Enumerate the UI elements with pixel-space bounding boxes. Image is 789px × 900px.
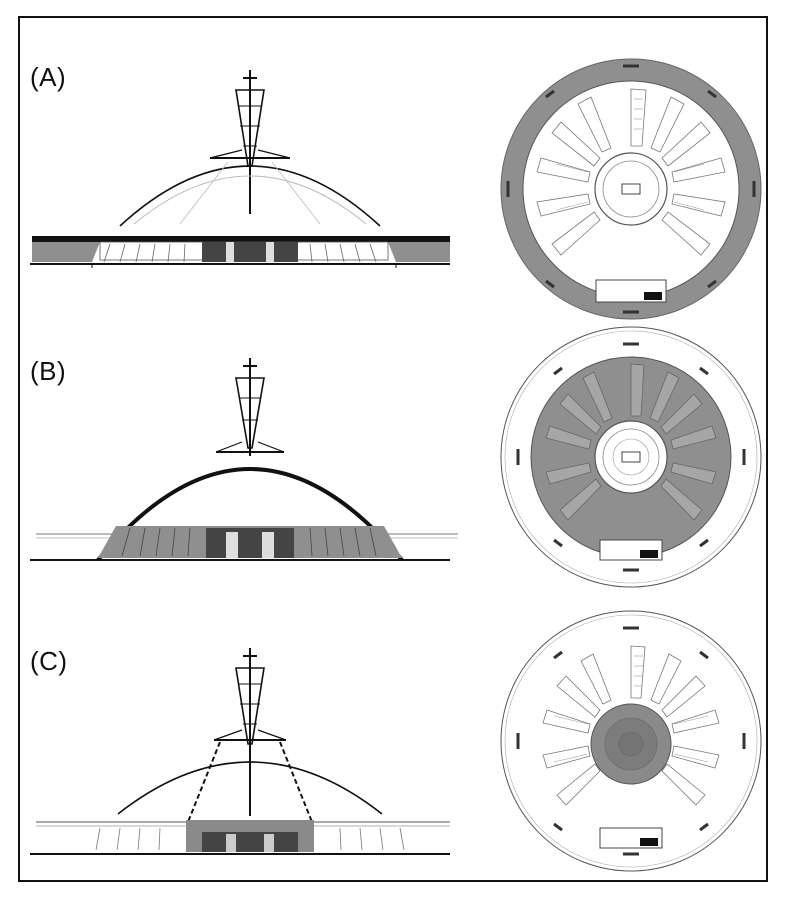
elevation-c [30,648,450,855]
plan-b [500,326,762,588]
elevation-b [30,358,458,562]
figure-frame: (A) [18,16,768,882]
panel-label-b: (B) [30,356,67,386]
plan-c [500,610,762,872]
elevation-a [30,70,450,268]
plan-a [500,58,762,320]
panel-label-c: (C) [30,646,68,676]
panel-label-a: (A) [30,62,67,92]
